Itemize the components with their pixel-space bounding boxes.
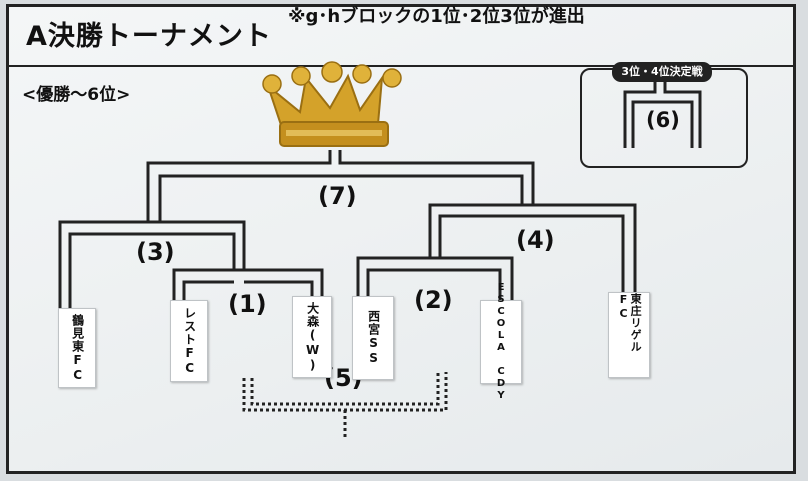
team-card: 鶴見東FC: [58, 308, 96, 388]
match-1-label: (1): [228, 290, 267, 318]
match-2-label: (2): [414, 286, 453, 314]
team-name: 鶴見東FC: [70, 313, 85, 383]
team-name: 西宮SS: [366, 310, 381, 366]
team-card: 大森(W): [292, 296, 332, 378]
team-card: ESCOLA CDY: [480, 282, 522, 402]
team-name: 大森(W): [305, 301, 320, 373]
match-4-label: (4): [516, 226, 555, 254]
match-3-label: (3): [136, 238, 175, 266]
team-card: 東庄リゲルFC: [608, 292, 650, 378]
third-place-label: 3位・4位決定戦: [612, 62, 712, 82]
crown-icon: [262, 61, 402, 147]
team-name: ESCOLA CDY: [495, 282, 507, 402]
team-name: レストFC: [182, 306, 197, 376]
team-name: 東庄リゲルFC: [617, 293, 643, 353]
match-7-label: (7): [318, 182, 357, 210]
board-title: A決勝トーナメント: [26, 21, 272, 52]
placement-range: <優勝～6位>: [22, 85, 131, 105]
advancement-note: ※g･hブロックの1位･2位3位が進出: [288, 6, 585, 27]
match-6-label: (6): [646, 108, 680, 132]
team-card: 西宮SS: [352, 296, 394, 380]
team-card: レストFC: [170, 300, 208, 382]
